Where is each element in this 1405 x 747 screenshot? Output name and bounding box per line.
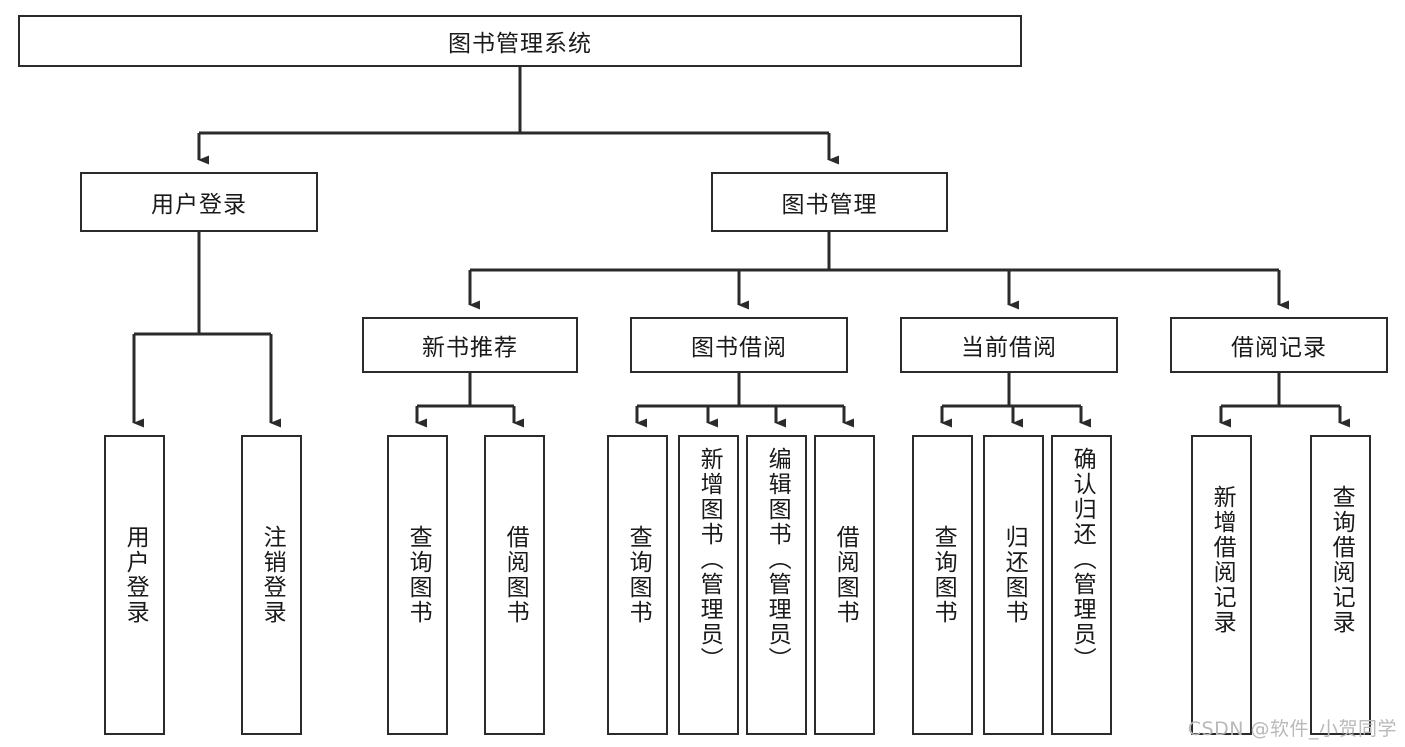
node-current-borrow[interactable]: 当前借阅	[900, 317, 1118, 373]
node-leaf-query-record[interactable]: 查询借阅记录	[1310, 435, 1371, 735]
node-label: 用户登录	[151, 192, 247, 218]
node-leaf-add-record[interactable]: 新增借阅记录	[1191, 435, 1252, 735]
node-label: 当前借阅	[961, 335, 1057, 361]
node-borrow-record[interactable]: 借阅记录	[1170, 317, 1388, 373]
node-leaf-query-book-bb[interactable]: 查询图书	[607, 435, 668, 735]
node-label: 查询借阅记录	[1328, 485, 1355, 635]
node-label: 注销登录	[259, 525, 286, 625]
node-new-book-rec[interactable]: 新书推荐	[362, 317, 578, 373]
node-label: 用户登录	[122, 525, 149, 625]
node-book-borrow[interactable]: 图书借阅	[630, 317, 848, 373]
node-leaf-edit-book[interactable]: 编辑图书（管理员）	[746, 435, 807, 735]
node-label: 新增图书（管理员）	[696, 447, 723, 672]
node-label: 查询图书	[625, 525, 652, 625]
node-label: 图书借阅	[691, 335, 787, 361]
node-label: 借阅图书	[832, 525, 859, 625]
node-label: 借阅记录	[1231, 335, 1327, 361]
node-label: 查询图书	[405, 525, 432, 625]
node-label: 确认归还（管理员）	[1069, 447, 1096, 672]
node-leaf-confirm-return[interactable]: 确认归还（管理员）	[1051, 435, 1112, 735]
node-label: 编辑图书（管理员）	[764, 447, 791, 672]
watermark-text: CSDN @软件_小贺同学	[1187, 718, 1397, 740]
node-label: 归还图书	[1001, 525, 1028, 625]
node-book-manage[interactable]: 图书管理	[711, 172, 948, 232]
node-leaf-borrow-book-rec[interactable]: 借阅图书	[484, 435, 545, 735]
node-label: 查询图书	[930, 525, 957, 625]
node-label: 借阅图书	[502, 525, 529, 625]
node-leaf-add-book[interactable]: 新增图书（管理员）	[678, 435, 739, 735]
node-leaf-return-book[interactable]: 归还图书	[983, 435, 1044, 735]
node-leaf-borrow-book-bb[interactable]: 借阅图书	[814, 435, 875, 735]
node-label: 图书管理	[781, 192, 878, 218]
node-leaf-user-logout[interactable]: 注销登录	[241, 435, 302, 735]
node-user-login[interactable]: 用户登录	[80, 172, 318, 232]
node-label: 新书推荐	[422, 335, 518, 361]
node-label: 新增借阅记录	[1209, 485, 1236, 635]
node-leaf-query-book-rec[interactable]: 查询图书	[387, 435, 448, 735]
node-label: 图书管理系统	[448, 31, 592, 57]
node-leaf-user-login[interactable]: 用户登录	[104, 435, 165, 735]
node-leaf-query-book-cb[interactable]: 查询图书	[912, 435, 973, 735]
node-root[interactable]: 图书管理系统	[18, 15, 1022, 67]
